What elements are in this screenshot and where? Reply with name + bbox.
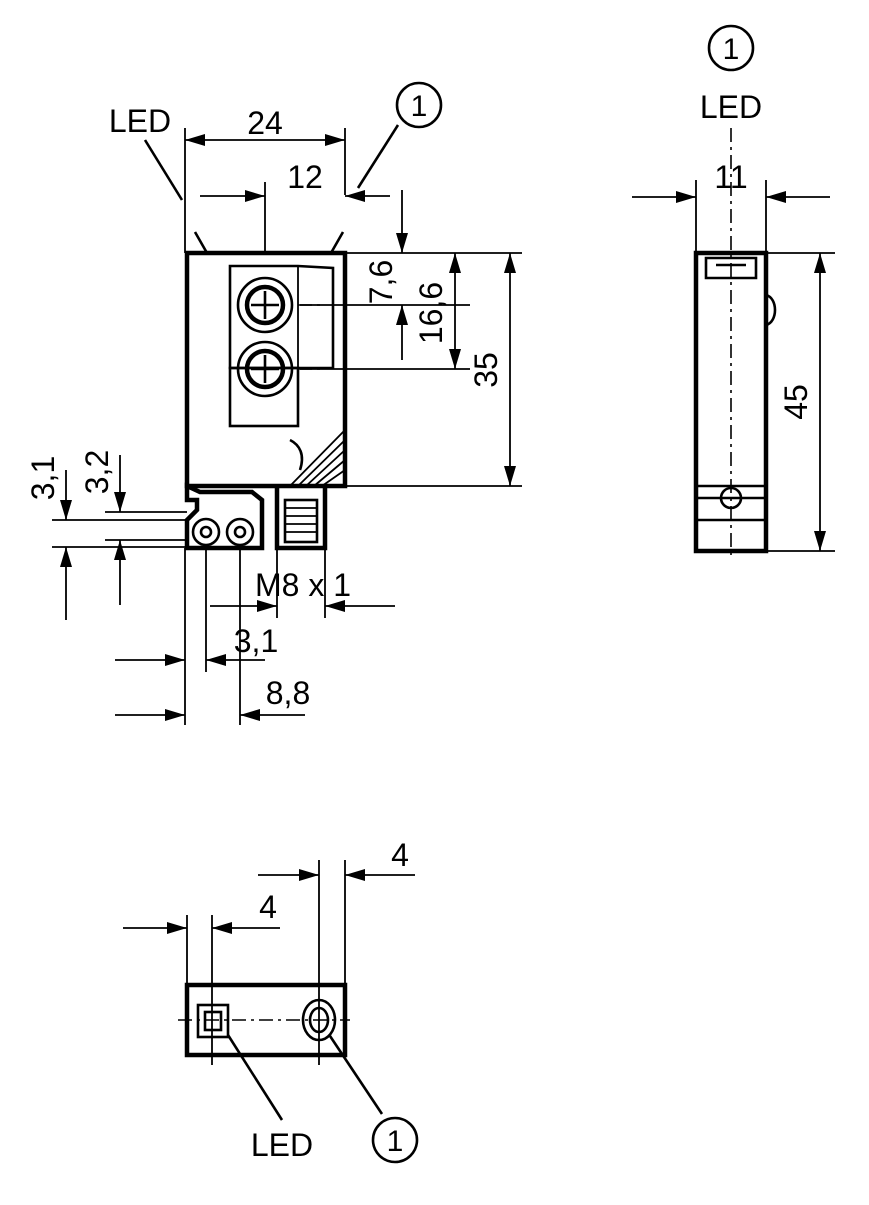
led-label: LED	[109, 103, 171, 139]
arrowhead	[814, 531, 826, 551]
dim-hole-offset-label: 3,1	[234, 623, 278, 659]
arrowhead	[212, 922, 232, 934]
extension-line	[695, 180, 767, 253]
dim-width-label: 24	[247, 105, 283, 141]
arrowhead	[449, 253, 461, 273]
mounting-hole	[191, 517, 221, 547]
dim-lens2-label: 16,6	[413, 282, 449, 344]
side-housing-outline	[693, 250, 769, 554]
extension-line	[300, 252, 522, 487]
mounting-tab	[184, 482, 265, 551]
arrowhead	[165, 709, 185, 721]
arrowhead	[396, 305, 408, 325]
extension-line	[766, 252, 835, 552]
arrowhead	[299, 869, 319, 881]
arrowhead	[676, 191, 696, 203]
side-callout-circle	[707, 24, 755, 72]
arrowhead	[206, 654, 226, 666]
arrowhead	[167, 922, 187, 934]
dim-thread-label: M8 x 1	[255, 567, 351, 603]
arrowhead	[814, 253, 826, 273]
arrowhead	[766, 191, 786, 203]
front-view: 24 12 7,6 16,6 35 LED 1 3,1	[25, 81, 522, 725]
arrowhead	[449, 349, 461, 369]
transmitter-lens	[244, 284, 286, 326]
extension-line	[186, 860, 346, 1065]
top-led-inner	[203, 1010, 223, 1032]
arrowhead	[185, 134, 205, 146]
arrowhead	[345, 190, 365, 202]
dim-height-label: 35	[468, 352, 504, 388]
side-led-label: LED	[700, 89, 762, 125]
top-view: 4 4 LED 1	[123, 837, 419, 1164]
arrowhead	[114, 540, 126, 560]
corner-contour	[289, 438, 304, 471]
arrowhead	[257, 600, 277, 612]
dim-side-height-label: 45	[778, 384, 814, 420]
receiver-lens	[244, 348, 286, 390]
dim-lens1-label: 7,6	[363, 260, 399, 304]
arrowhead	[114, 492, 126, 512]
top-led-leader	[226, 1034, 284, 1121]
callout-circle	[395, 81, 443, 129]
arrowhead	[504, 253, 516, 273]
top-callout-circle	[371, 1116, 419, 1164]
led-leader	[143, 139, 184, 201]
dim-thickness-label: 11	[714, 159, 747, 195]
arrowhead	[60, 500, 72, 520]
side-callout-number: 1	[723, 33, 740, 66]
top-led-label: LED	[251, 1127, 313, 1163]
lens-crosshair	[251, 291, 279, 319]
side-lens-bump	[765, 293, 777, 327]
arrowhead	[165, 654, 185, 666]
arrowhead	[325, 600, 345, 612]
dim-offset-right-label: 4	[391, 837, 409, 873]
connector-outline	[274, 486, 328, 551]
connector-thread	[283, 498, 319, 544]
transmitter-lens-outer	[236, 276, 294, 334]
led-pins	[193, 231, 345, 254]
arrowhead	[504, 466, 516, 486]
extension-line	[184, 548, 326, 725]
side-led-window	[704, 256, 758, 280]
receiver-lens-outer	[236, 340, 294, 398]
side-view: 11 45 LED 1	[632, 24, 835, 560]
dim-hole-spacing-label: 3,2	[79, 450, 115, 494]
top-led-window	[196, 1003, 230, 1039]
dim-hole-dia-label: 3,1	[25, 456, 61, 500]
arrowhead	[240, 709, 260, 721]
dim-offset-left-label: 4	[259, 889, 277, 925]
mounting-hole-inner	[233, 525, 247, 539]
dim-lens-offset-label: 12	[287, 159, 323, 195]
dim-connector-offset-label: 8,8	[266, 675, 310, 711]
top-callout-number: 1	[387, 1125, 404, 1158]
lens-crosshair	[251, 355, 279, 383]
callout-number: 1	[411, 90, 428, 123]
hatching	[289, 429, 346, 487]
mounting-hole-inner	[199, 525, 213, 539]
arrowhead	[396, 233, 408, 253]
arrowhead	[245, 190, 265, 202]
top-callout-leader	[328, 1035, 384, 1115]
arrowhead	[325, 134, 345, 146]
arrowhead	[60, 547, 72, 567]
callout-leader	[356, 124, 400, 189]
mounting-hole	[225, 517, 255, 547]
arrowhead	[345, 869, 365, 881]
lens-frame	[228, 264, 335, 370]
thread-lines	[285, 507, 317, 533]
